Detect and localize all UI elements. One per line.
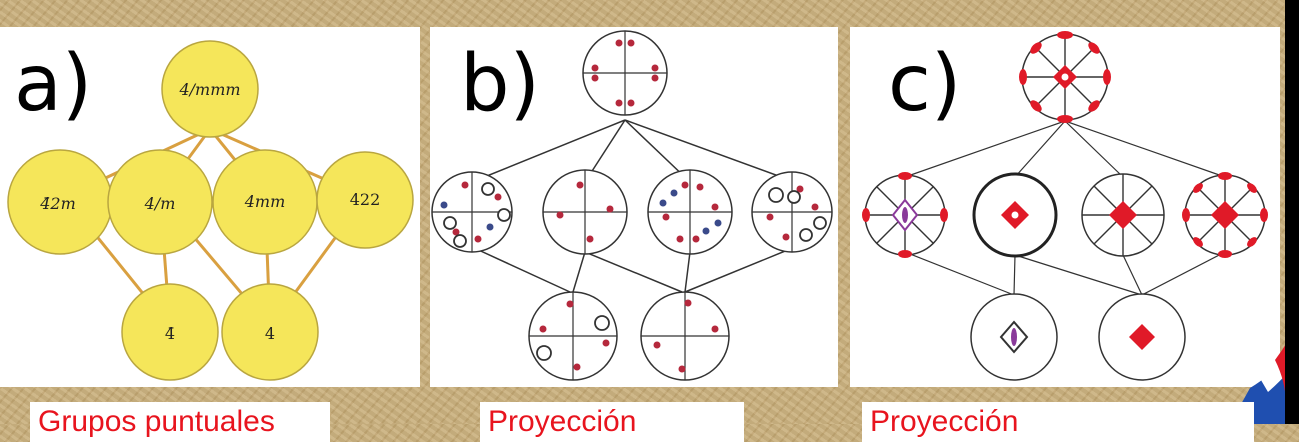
symm-c-b2	[1098, 293, 1186, 381]
node-label-4-mmm: 4/mmm	[178, 80, 240, 99]
caption-b: Proyección	[480, 402, 744, 442]
right-edge-strip	[1285, 0, 1299, 424]
node-label-4: 4	[265, 324, 275, 343]
node-4-mmm	[161, 40, 259, 138]
symm-c-m2	[972, 172, 1058, 258]
node-label-4bar: 4̄	[165, 324, 175, 343]
panel-b-edges	[471, 119, 796, 293]
node-label-4mm: 4mm	[244, 192, 286, 211]
node-4	[221, 283, 319, 381]
caption-c: Proyección	[862, 402, 1254, 442]
panel-c-diagram	[862, 31, 1268, 381]
panel-b-diagram	[431, 30, 833, 381]
panel-c-letter: c)	[888, 39, 962, 129]
panel-a-diagram: 4/mmm 4̄2m 4/m 4mm 422 4̄ 4	[7, 40, 414, 381]
panel-b-letter: b)	[460, 39, 540, 129]
symm-c-top	[1019, 31, 1111, 123]
panel-c-symmetry-projections: c)	[850, 27, 1280, 387]
node-4-m	[107, 149, 213, 255]
symm-c-b1	[970, 293, 1058, 381]
node-4bar	[121, 283, 219, 381]
panel-b-pole-projections: b)	[430, 27, 838, 387]
panel-a-letter: a)	[14, 39, 93, 129]
caption-a: Grupos puntuales	[30, 402, 330, 442]
panel-a-point-groups: a) 4/mmm 4̄2m 4/m 4mm 422	[0, 27, 420, 387]
panel-a-edges	[63, 127, 367, 328]
symm-c-m3	[1081, 173, 1165, 257]
node-label-4bar-2m: 4̄2m	[39, 194, 76, 213]
panel-c-edges	[904, 120, 1226, 296]
node-label-422: 422	[350, 190, 381, 209]
node-422	[316, 151, 414, 249]
node-label-4-m: 4/m	[144, 194, 176, 213]
symm-c-m4	[1182, 172, 1268, 258]
symm-c-m1	[862, 172, 948, 258]
